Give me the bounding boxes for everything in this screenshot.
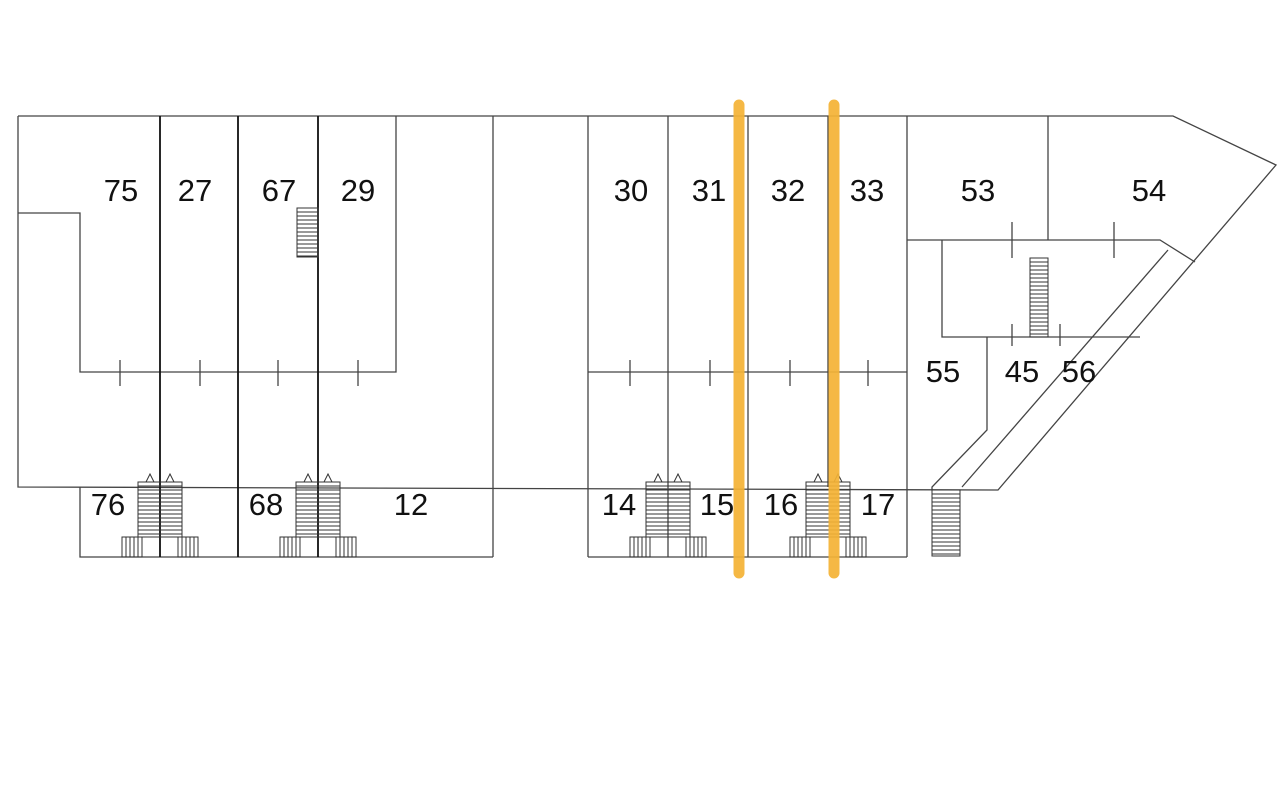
unit-75: 75 <box>104 173 138 208</box>
staircase-icon <box>335 536 357 558</box>
arrow-icon <box>673 472 683 483</box>
arrow-icon <box>165 472 175 483</box>
unit-15: 15 <box>700 487 734 522</box>
staircase-icon <box>296 207 319 258</box>
staircase-icon <box>805 481 851 538</box>
staircase-icon <box>295 481 341 538</box>
staircase-icon <box>137 481 183 538</box>
unit-68: 68 <box>249 487 283 522</box>
staircase-icon <box>121 536 143 558</box>
staircase-icon <box>1029 257 1049 338</box>
walls <box>17 115 1278 558</box>
door-ticks <box>119 222 1115 386</box>
staircase-icon <box>931 489 961 557</box>
unit-55: 55 <box>926 354 960 389</box>
unit-76: 76 <box>91 487 125 522</box>
unit-30: 30 <box>614 173 648 208</box>
unit-31: 31 <box>692 173 726 208</box>
arrow-icon <box>813 472 823 483</box>
unit-67: 67 <box>262 173 296 208</box>
arrow-icon <box>323 472 333 483</box>
staircase-icon <box>685 536 707 558</box>
staircase-icon <box>645 481 691 538</box>
staircase-icon <box>629 536 651 558</box>
unit-54: 54 <box>1132 173 1166 208</box>
unit-labels: 75 27 67 29 30 31 32 33 53 54 55 45 56 7… <box>91 173 1166 522</box>
arrow-icon <box>653 472 663 483</box>
unit-53: 53 <box>961 173 995 208</box>
unit-17: 17 <box>861 487 895 522</box>
unit-33: 33 <box>850 173 884 208</box>
unit-32: 32 <box>771 173 805 208</box>
unit-45: 45 <box>1005 354 1039 389</box>
staircases <box>121 207 1049 558</box>
highlight-markers <box>733 99 840 579</box>
staircase-icon <box>177 536 199 558</box>
unit-27: 27 <box>178 173 212 208</box>
staircase-icon <box>789 536 811 558</box>
staircase-icon <box>845 536 867 558</box>
arrow-icon <box>303 472 313 483</box>
unit-29: 29 <box>341 173 375 208</box>
arrow-icon <box>145 472 155 483</box>
unit-12: 12 <box>394 487 428 522</box>
unit-16: 16 <box>764 487 798 522</box>
unit-14: 14 <box>602 487 636 522</box>
staircase-icon <box>279 536 301 558</box>
unit-56: 56 <box>1062 354 1096 389</box>
